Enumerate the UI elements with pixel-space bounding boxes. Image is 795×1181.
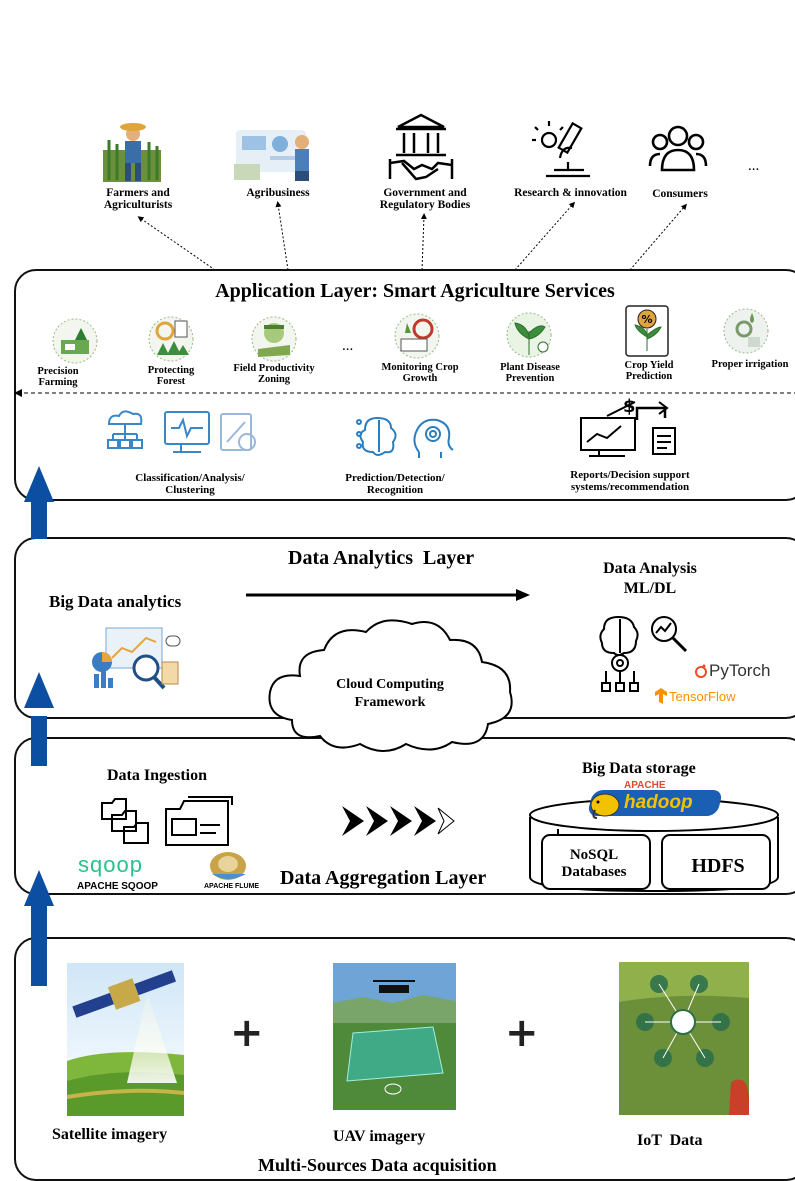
pytorch-logo-icon xyxy=(695,664,707,678)
precision-farming-icon xyxy=(52,318,98,364)
service-plant-disease-label: Plant Disease Prevention xyxy=(500,362,560,384)
ml-brain-icon xyxy=(599,615,688,692)
plant-disease-icon xyxy=(506,312,552,358)
field-zoning-icon xyxy=(251,316,297,362)
service-crop-monitoring-label: Monitoring Crop Growth xyxy=(381,362,459,384)
stakeholder-farmers-label: Farmers and Agriculturists xyxy=(103,187,173,211)
technique-prediction-label: Prediction/Detection/ Recognition xyxy=(345,472,445,496)
plus-sign-2: + xyxy=(505,1010,539,1056)
hdfs-label: HDFS xyxy=(691,855,745,877)
aggregation-layer-title: Data Aggregation Layer xyxy=(280,867,487,889)
cloud-computing-shape xyxy=(268,619,513,752)
data-analysis-ml-dl-label: Data Analysis ML/DL xyxy=(603,560,697,597)
flume-label: APACHE FLUME xyxy=(204,883,260,890)
stakeholder-research-label: Research & innovation xyxy=(514,187,627,199)
stakeholder-dotted-arrows xyxy=(137,201,687,271)
crop-monitoring-icon xyxy=(394,313,440,359)
services-more-ellipsis: ... xyxy=(342,338,354,354)
analytics-dashboard-icon xyxy=(92,627,181,690)
irrigation-icon xyxy=(723,308,769,354)
flume-logo-icon xyxy=(210,852,246,880)
iot-data-label: IoT Data xyxy=(637,1132,703,1149)
sqoop-logo: sqoop xyxy=(78,852,143,877)
uav-imagery-picture xyxy=(333,963,456,1110)
satellite-imagery-label: Satellite imagery xyxy=(52,1126,168,1143)
stakeholder-government-label: Government and Regulatory Bodies xyxy=(379,187,471,211)
service-irrigation-label: Proper irrigation xyxy=(711,359,789,370)
uav-imagery-label: UAV imagery xyxy=(333,1128,426,1145)
plus-sign-1: + xyxy=(230,1010,264,1056)
pytorch-label: PyTorch xyxy=(709,661,771,680)
stakeholder-consumers-label: Consumers xyxy=(652,188,708,200)
farmer-icon xyxy=(103,123,161,182)
agribusiness-icon xyxy=(234,130,309,181)
application-layer-dashed-divider xyxy=(14,389,795,397)
service-protecting-forest-label: Protecting Forest xyxy=(147,365,195,387)
satellite-imagery-picture xyxy=(66,963,185,1116)
people-icon xyxy=(648,125,708,172)
svg-text:%: % xyxy=(641,313,652,326)
sqoop-label: APACHE SQOOP xyxy=(77,881,158,892)
tensorflow-label: TensorFlow xyxy=(669,689,736,704)
hadoop-elephant-icon xyxy=(590,793,620,819)
stakeholder-agribusiness-label: Agribusiness xyxy=(246,187,310,199)
hadoop-apache-label: APACHE xyxy=(624,780,666,791)
service-field-zoning-label: Field Productivity Zoning xyxy=(233,363,315,385)
tensorflow-logo-icon xyxy=(655,688,667,704)
hadoop-logo-text: hadoop xyxy=(624,792,693,813)
government-handshake-icon xyxy=(388,113,454,181)
brain-gear-icon xyxy=(356,416,454,458)
cloud-computing-label: Cloud Computing Framework xyxy=(336,677,444,710)
data-ingestion-label: Data Ingestion xyxy=(107,767,208,784)
aggregation-flow-arrows xyxy=(342,806,455,836)
analytics-layer-title: Data Analytics Layer xyxy=(288,547,475,569)
service-yield-prediction-label: Crop Yield Prediction xyxy=(624,360,674,382)
big-data-storage-label: Big Data storage xyxy=(582,760,696,777)
classification-icon xyxy=(107,410,256,453)
analytics-flow-arrow xyxy=(246,589,530,601)
folders-icon xyxy=(101,796,233,846)
service-precision-farming-label: Precision Farming xyxy=(37,366,79,388)
microscope-icon xyxy=(532,121,590,178)
yield-prediction-icon: % xyxy=(625,305,669,357)
iot-data-picture xyxy=(619,962,749,1115)
svg-text:$: $ xyxy=(623,396,636,417)
technique-reports-label: Reports/Decision support systems/recomme… xyxy=(570,469,690,493)
technique-classification-label: Classification/Analysis/ Clustering xyxy=(135,472,245,496)
nosql-databases-label: NoSQL Databases xyxy=(561,847,627,880)
big-data-analytics-label: Big Data analytics xyxy=(49,592,182,611)
forest-icon xyxy=(148,316,194,362)
stakeholders-more-ellipsis: ... xyxy=(748,158,760,174)
application-layer-title: Application Layer: Smart Agriculture Ser… xyxy=(215,280,615,302)
reports-chart-icon: $ xyxy=(580,396,676,457)
